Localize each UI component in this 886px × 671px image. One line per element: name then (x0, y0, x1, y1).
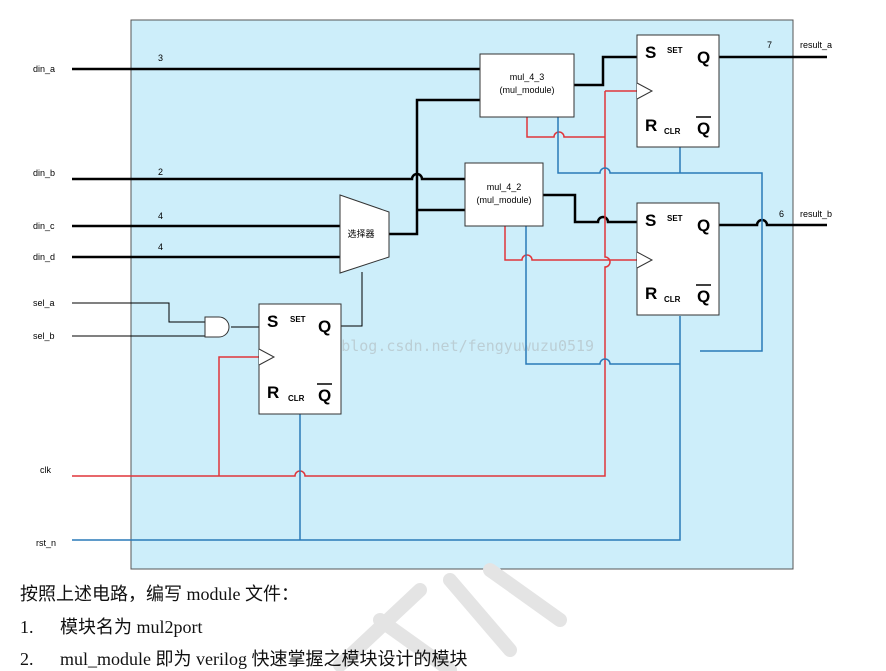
ff-a-r: R (645, 116, 657, 135)
ff-a-s: S (645, 43, 656, 62)
watermark-url: http://blog.csdn.net/fengyuwuzu0519 (278, 337, 594, 355)
ff-b-clr: CLR (664, 295, 681, 304)
ff-a-qbar: Q (697, 119, 710, 138)
width-result-b: 6 (779, 209, 784, 219)
width-din-d: 4 (158, 242, 163, 252)
ff-b-set: SET (667, 214, 683, 223)
mul-4-2-type: (mul_module) (476, 195, 531, 205)
ff-b-qbar: Q (697, 287, 710, 306)
wire-rst-mul43 (557, 117, 763, 352)
label-din-b: din_b (33, 168, 55, 178)
ff-a-set: SET (667, 46, 683, 55)
ff-a-q: Q (697, 48, 710, 67)
mul-4-2-name: mul_4_2 (487, 182, 522, 192)
ff-sel-r: R (267, 383, 279, 402)
ff-b-r: R (645, 284, 657, 303)
mux-label: 选择器 (347, 228, 374, 239)
wire-mul42-out (543, 193, 637, 224)
label-result-a: result_a (800, 40, 832, 50)
ff-sel-s: S (267, 312, 278, 331)
width-result-a: 7 (767, 40, 772, 50)
ff-b-s: S (645, 211, 656, 230)
circuit-diagram: http://blog.csdn.net/fengyuwuzu0519 mul_… (33, 19, 832, 570)
ff-b-clock-triangle (636, 251, 654, 269)
label-clk: clk (40, 465, 51, 475)
caption-item-1-text: 模块名为 mul2port (60, 617, 203, 637)
label-sel-a: sel_a (33, 298, 55, 308)
ff-a-clr: CLR (664, 127, 681, 136)
flipflop-result-b[interactable]: S SET Q R CLR Q (636, 202, 720, 316)
label-result-b: result_b (800, 209, 832, 219)
wire-clk-ff-sel (218, 356, 259, 476)
label-din-c: din_c (33, 221, 55, 231)
width-din-c: 4 (158, 211, 163, 221)
background-stamp (333, 563, 567, 671)
label-din-a: din_a (33, 64, 55, 74)
ff-a-clock-triangle (636, 82, 654, 100)
caption-intro: 按照上述电路，编写 module 文件： (20, 584, 299, 604)
ff-sel-qbar: Q (318, 386, 331, 405)
caption-item-2: 2. mul_module 即为 verilog 快速掌握之模块设计的模块 (20, 645, 467, 671)
ff-sel-clr: CLR (288, 394, 305, 403)
wire-rst-mul42 (525, 226, 680, 365)
ff-sel-set: SET (290, 315, 306, 324)
caption-item-2-text: mul_module 即为 verilog 快速掌握之模块设计的模块 (60, 649, 468, 669)
wire-sel-ff-q (341, 272, 363, 327)
mul-4-3-block[interactable] (479, 53, 575, 118)
label-din-d: din_d (33, 252, 55, 262)
mul-4-2-block[interactable] (464, 162, 544, 227)
flipflop-result-a[interactable]: S SET Q R CLR Q (636, 34, 720, 148)
ff-sel-clock-triangle (258, 348, 276, 366)
flipflop-select[interactable]: S SET Q R CLR Q (258, 303, 342, 415)
mul-4-3-name: mul_4_3 (510, 72, 545, 82)
wire-sel-a (72, 302, 205, 323)
caption-item-1: 1. 模块名为 mul2port (20, 613, 203, 639)
wire-rst-n (72, 316, 681, 541)
ff-sel-q: Q (318, 317, 331, 336)
label-sel-b: sel_b (33, 331, 55, 341)
wire-mux-out (389, 98, 480, 236)
mux-block[interactable] (339, 194, 390, 274)
label-rst-n: rst_n (36, 538, 56, 548)
wire-mul43-out (574, 55, 637, 87)
width-din-a: 3 (158, 53, 163, 63)
ff-b-q: Q (697, 216, 710, 235)
caption-item-1-num: 1. (20, 617, 34, 637)
mul-4-3-type: (mul_module) (499, 85, 554, 95)
caption-item-2-num: 2. (20, 649, 34, 669)
wire-clk (72, 91, 611, 477)
width-din-b: 2 (158, 167, 163, 177)
and-gate[interactable] (204, 316, 230, 338)
